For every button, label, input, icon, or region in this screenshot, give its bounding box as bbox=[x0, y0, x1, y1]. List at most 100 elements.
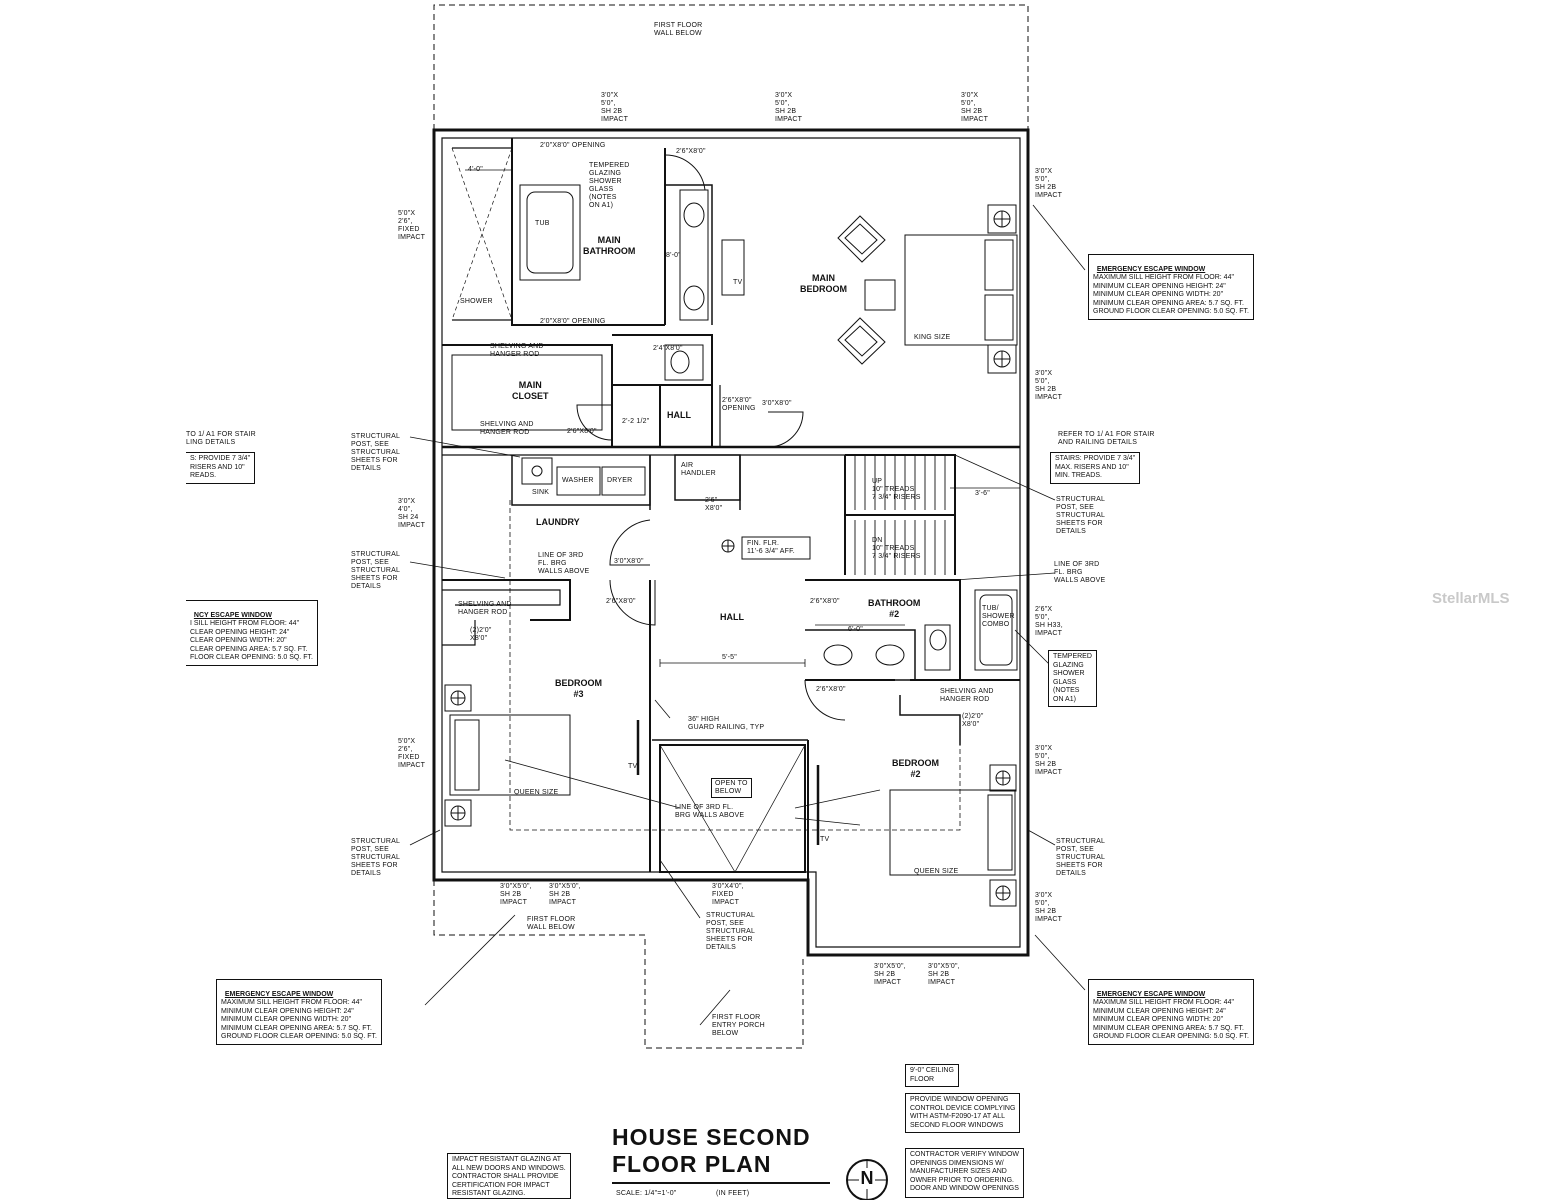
label-structural-4: STRUCTURAL POST, SEE STRUCTURAL SHEETS F… bbox=[351, 838, 401, 877]
label-structural-6: STRUCTURAL POST, SEE STRUCTURAL SHEETS F… bbox=[706, 912, 756, 951]
label-dim-3-6: 3'-6" bbox=[975, 490, 990, 497]
label-opening-bottom: 2'0"x8'0" OPENING bbox=[540, 318, 606, 325]
label-guard-railing: 36" HIGH GUARD RAILING, TYP bbox=[688, 716, 765, 731]
label-dim-2-2: 2'-2 1/2" bbox=[622, 418, 650, 425]
label-window-left-3: 5'0"x 2'6", FIXED IMPACT bbox=[398, 738, 426, 769]
label-window-bottom-4: 3'0"x5'0", SH 2B IMPACT bbox=[874, 963, 906, 986]
label-window-bottom-1: 3'0"x5'0", SH 2B IMPACT bbox=[500, 883, 532, 906]
room-laundry: LAUNDRY bbox=[536, 517, 580, 527]
label-fin-flr: FIN. FLR. 11'-6 3/4" AFF. bbox=[747, 540, 795, 555]
note-egress-title: EMERGENCY ESCAPE WINDOW bbox=[1096, 265, 1206, 273]
label-door-2280-b: (2)2'0" x8'0" bbox=[962, 713, 984, 728]
king-bed bbox=[904, 234, 1018, 346]
label-refer-stair-left: TO 1/ A1 FOR STAIR LING DETAILS bbox=[186, 431, 256, 446]
label-tub: TUB bbox=[535, 220, 550, 227]
label-opening-top: 2'0"x8'0" OPENING bbox=[540, 142, 606, 149]
label-queen-size-1: QUEEN SIZE bbox=[514, 789, 559, 796]
label-structural-1: STRUCTURAL POST, SEE STRUCTURAL SHEETS F… bbox=[351, 433, 401, 472]
label-shelving-2: SHELVING AND HANGER ROD bbox=[458, 601, 512, 616]
label-structural-2: STRUCTURAL POST, SEE STRUCTURAL SHEETS F… bbox=[351, 551, 401, 590]
label-door-b: 2'6"x8'0" bbox=[567, 428, 597, 435]
label-window-top-1: 3'0"x 5'0", SH 2B IMPACT bbox=[601, 92, 629, 123]
note-ceiling: 9'-0" CEILING FLOOR bbox=[905, 1064, 959, 1087]
room-main-closet: MAIN CLOSET bbox=[512, 380, 549, 401]
queen-bed-3 bbox=[449, 714, 571, 796]
label-first-floor-wall-top: FIRST FLOOR WALL BELOW bbox=[654, 22, 703, 37]
first-floor-wall-dashed-bottom bbox=[433, 880, 804, 1049]
page-title: HOUSE SECOND FLOOR PLAN bbox=[612, 1124, 811, 1177]
note-contractor: CONTRACTOR VERIFY WINDOW OPENINGS DIMENS… bbox=[905, 1148, 1025, 1198]
first-floor-wall-dashed-top bbox=[433, 4, 1029, 130]
label-door-2480: 2'4"x8'0" bbox=[653, 345, 683, 352]
label-window-left-2: 3'0"x 4'0", SH 24 IMPACT bbox=[398, 498, 426, 529]
label-sink: SINK bbox=[532, 489, 550, 496]
label-dim-5-5: 5'-5" bbox=[722, 654, 737, 661]
label-dryer: DRYER bbox=[607, 477, 633, 484]
label-tub-shower: TUB/ SHOWER COMBO bbox=[982, 605, 1015, 628]
note-tempered-2: TEMPERED GLAZING SHOWER GLASS (NOTES ON … bbox=[1048, 650, 1097, 707]
room-hall-main: HALL bbox=[720, 612, 744, 622]
note-egress-body: MAXIMUM SILL HEIGHT FROM FLOOR: 44" MINI… bbox=[1093, 274, 1249, 315]
label-shower: SHOWER bbox=[460, 298, 493, 305]
note-window-device: PROVIDE WINDOW OPENING CONTROL DEVICE CO… bbox=[905, 1093, 1021, 1133]
label-air-handler: AIR HANDLER bbox=[681, 462, 716, 477]
label-tv-3: TV bbox=[820, 836, 830, 843]
open-to-below bbox=[659, 744, 806, 873]
room-bedroom-3: BEDROOM #3 bbox=[555, 678, 602, 699]
label-tv-1: TV bbox=[733, 279, 743, 286]
label-window-right-3: 2'6"x 5'0", SH H33, IMPACT bbox=[1035, 606, 1063, 637]
label-window-right-2: 3'0"x 5'0", SH 2B IMPACT bbox=[1035, 370, 1063, 401]
note-egress-title: EMERGENCY ESCAPE WINDOW bbox=[224, 990, 334, 998]
label-structural-3: STRUCTURAL POST, SEE STRUCTURAL SHEETS F… bbox=[1056, 496, 1106, 535]
note-egress-body: MAXIMUM SILL HEIGHT FROM FLOOR: 44" MINI… bbox=[1093, 999, 1249, 1040]
label-refer-stair: REFER TO 1/ A1 FOR STAIR AND RAILING DET… bbox=[1058, 431, 1155, 446]
label-structural-5: STRUCTURAL POST, SEE STRUCTURAL SHEETS F… bbox=[1056, 838, 1106, 877]
label-line-3rd-3: LINE OF 3rd FL. BRG WALLS ABOVE bbox=[675, 804, 745, 819]
note-stairs-left: S: PROVIDE 7 3/4" RISERS AND 10" READS. bbox=[186, 452, 256, 484]
label-line-3rd-2: LINE OF 3rd FL. BRG WALLS ABOVE bbox=[1054, 561, 1106, 584]
note-egress-title: NCY ESCAPE WINDOW bbox=[193, 611, 272, 619]
label-opening-side: 2'6"x8'0" OPENING bbox=[722, 397, 756, 412]
label-window-top-3: 3'0"x 5'0", SH 2B IMPACT bbox=[961, 92, 989, 123]
label-door-d: 2'6"x8'0" bbox=[606, 598, 636, 605]
label-window-right-5: 3'0"x 5'0", SH 2B IMPACT bbox=[1035, 892, 1063, 923]
label-window-bottom-2: 3'0"x5'0", SH 2B IMPACT bbox=[549, 883, 581, 906]
room-bathroom-2: BATHROOM #2 bbox=[868, 598, 921, 619]
label-door-c: 2'6" x8'0" bbox=[705, 497, 723, 512]
label-shelving-3: SHELVING AND HANGER ROD bbox=[940, 688, 994, 703]
label-door-3080-b: 3'0"x8'0" bbox=[614, 558, 644, 565]
room-main-bedroom: MAIN BEDROOM bbox=[800, 273, 847, 294]
label-window-right-4: 3'0"x 5'0", SH 2B IMPACT bbox=[1035, 745, 1063, 776]
label-up-treads: UP 10" TREADS 7 3/4" RISERS bbox=[872, 478, 921, 501]
room-bedroom-2: BEDROOM #2 bbox=[892, 758, 939, 779]
bathtub bbox=[519, 184, 581, 281]
label-window-right-1: 3'0"x 5'0", SH 2B IMPACT bbox=[1035, 168, 1063, 199]
label-door-a: 2'6"x8'0" bbox=[676, 148, 706, 155]
label-first-floor-wall-bottom: FIRST FLOOR WALL BELOW bbox=[527, 916, 576, 931]
label-window-bottom-5: 3'0"x5'0", SH 2B IMPACT bbox=[928, 963, 960, 986]
label-door-3080: 3'0"x8'0" bbox=[762, 400, 792, 407]
label-tempered-1: TEMPERED GLAZING SHOWER GLASS (NOTES ON … bbox=[589, 162, 630, 209]
label-window-left-1: 5'0"x 2'6", FIXED IMPACT bbox=[398, 210, 426, 241]
label-dim-4-0: 4'-0" bbox=[468, 166, 483, 173]
label-door-e: 2'6"x8'0" bbox=[810, 598, 840, 605]
note-egress-body: I SILL HEIGHT FROM FLOOR: 44" CLEAR OPEN… bbox=[190, 620, 313, 661]
note-stairs: STAIRS: PROVIDE 7 3/4" MAX. RISERS AND 1… bbox=[1050, 452, 1141, 484]
label-open-to-below: OPEN TO BELOW bbox=[711, 778, 752, 798]
label-line-3rd-1: LINE OF 3rd FL. BRG WALLS ABOVE bbox=[538, 552, 590, 575]
label-window-top-2: 3'0"x 5'0", SH 2B IMPACT bbox=[775, 92, 803, 123]
note-impact-glazing: IMPACT RESISTANT GLAZING AT ALL NEW DOOR… bbox=[447, 1153, 571, 1199]
label-washer: WASHER bbox=[562, 477, 594, 484]
queen-bed-2 bbox=[889, 789, 1016, 876]
label-king-size: KING SIZE bbox=[914, 334, 951, 341]
label-shelving-1b: SHELVING AND HANGER ROD bbox=[480, 421, 534, 436]
label-window-bottom-3: 3'0"x4'0", FIXED IMPACT bbox=[712, 883, 744, 906]
units-label: (IN FEET) bbox=[716, 1190, 750, 1197]
north-arrow-letter: N bbox=[859, 1168, 875, 1189]
label-dn-treads: DN 10" TREADS 7 3/4" RISERS bbox=[872, 537, 921, 560]
watermark: StellarMLS bbox=[1432, 590, 1510, 607]
room-hall-upper: HALL bbox=[667, 410, 691, 420]
